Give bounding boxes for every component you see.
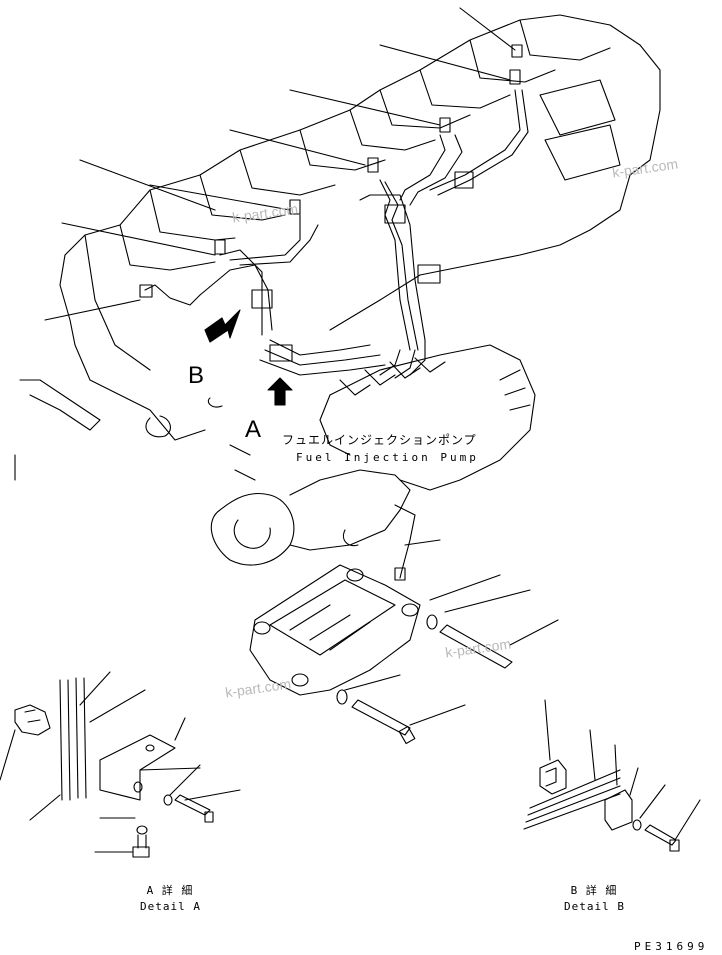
detail-a-caption-jp: A 詳 細 <box>146 884 194 897</box>
detail-b-caption-en: Detail B <box>564 900 625 913</box>
detail-b-drawing <box>523 699 701 852</box>
injection-lines <box>199 89 529 379</box>
view-a-label: A <box>245 416 262 443</box>
engine-block <box>14 14 661 481</box>
pump-bracket <box>249 564 513 745</box>
pump-label-jp: フュエルインジェクションポンプ <box>282 433 477 447</box>
drawing-code: PE31699 <box>634 940 709 953</box>
leader-lines <box>44 7 559 726</box>
detail-a-caption-en: Detail A <box>140 900 201 913</box>
pump-label-en: Fuel Injection Pump <box>296 451 479 464</box>
view-arrows <box>204 309 293 406</box>
view-b-label: B <box>188 362 205 389</box>
injector-nozzles <box>139 44 523 306</box>
fuel-injection-pump <box>210 344 536 581</box>
detail-b-caption-jp: B 詳 細 <box>570 884 618 897</box>
detail-a-drawing <box>0 671 241 858</box>
